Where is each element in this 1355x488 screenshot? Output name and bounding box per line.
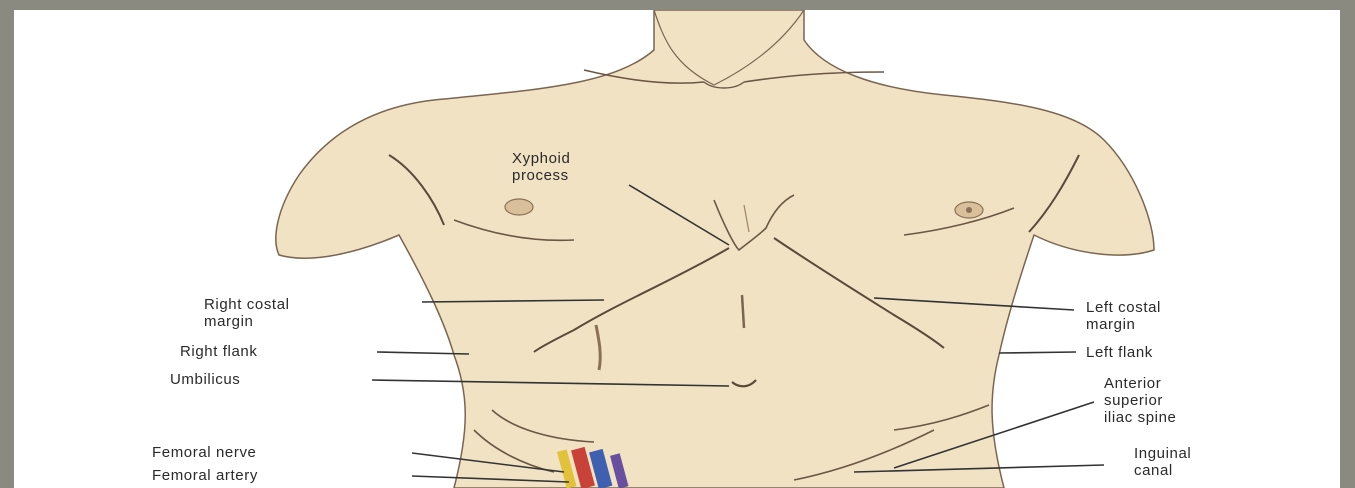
anatomy-diagram-panel: Xyphoid process Right costal margin Righ… <box>14 10 1340 488</box>
asis-label-line3: iliac spine <box>1104 409 1176 426</box>
xyphoid-label-line1: Xyphoid <box>512 150 570 167</box>
xyphoid-label-line2: process <box>512 167 569 184</box>
umbilicus-label: Umbilicus <box>170 371 240 388</box>
right-costal-label-line1: Right costal <box>204 296 290 313</box>
femoral-nerve-label: Femoral nerve <box>152 444 257 461</box>
left-flank-label: Left flank <box>1086 344 1153 361</box>
right-nipple <box>505 199 533 215</box>
right-costal-label-line2: margin <box>204 313 253 330</box>
left-nipple-center <box>966 207 972 213</box>
left-costal-label-line2: margin <box>1086 316 1135 333</box>
left-flank-leader <box>999 352 1076 353</box>
asis-label-line1: Anterior <box>1104 375 1161 392</box>
inguinal-label-line1: Inguinal <box>1134 445 1191 462</box>
asis-label-line2: superior <box>1104 392 1163 409</box>
right-flank-label: Right flank <box>180 343 257 360</box>
inguinal-label-line2: canal <box>1134 462 1173 479</box>
left-costal-label-line1: Left costal <box>1086 299 1161 316</box>
torso-skin <box>276 10 1154 488</box>
femoral-artery-label: Femoral artery <box>152 467 258 484</box>
